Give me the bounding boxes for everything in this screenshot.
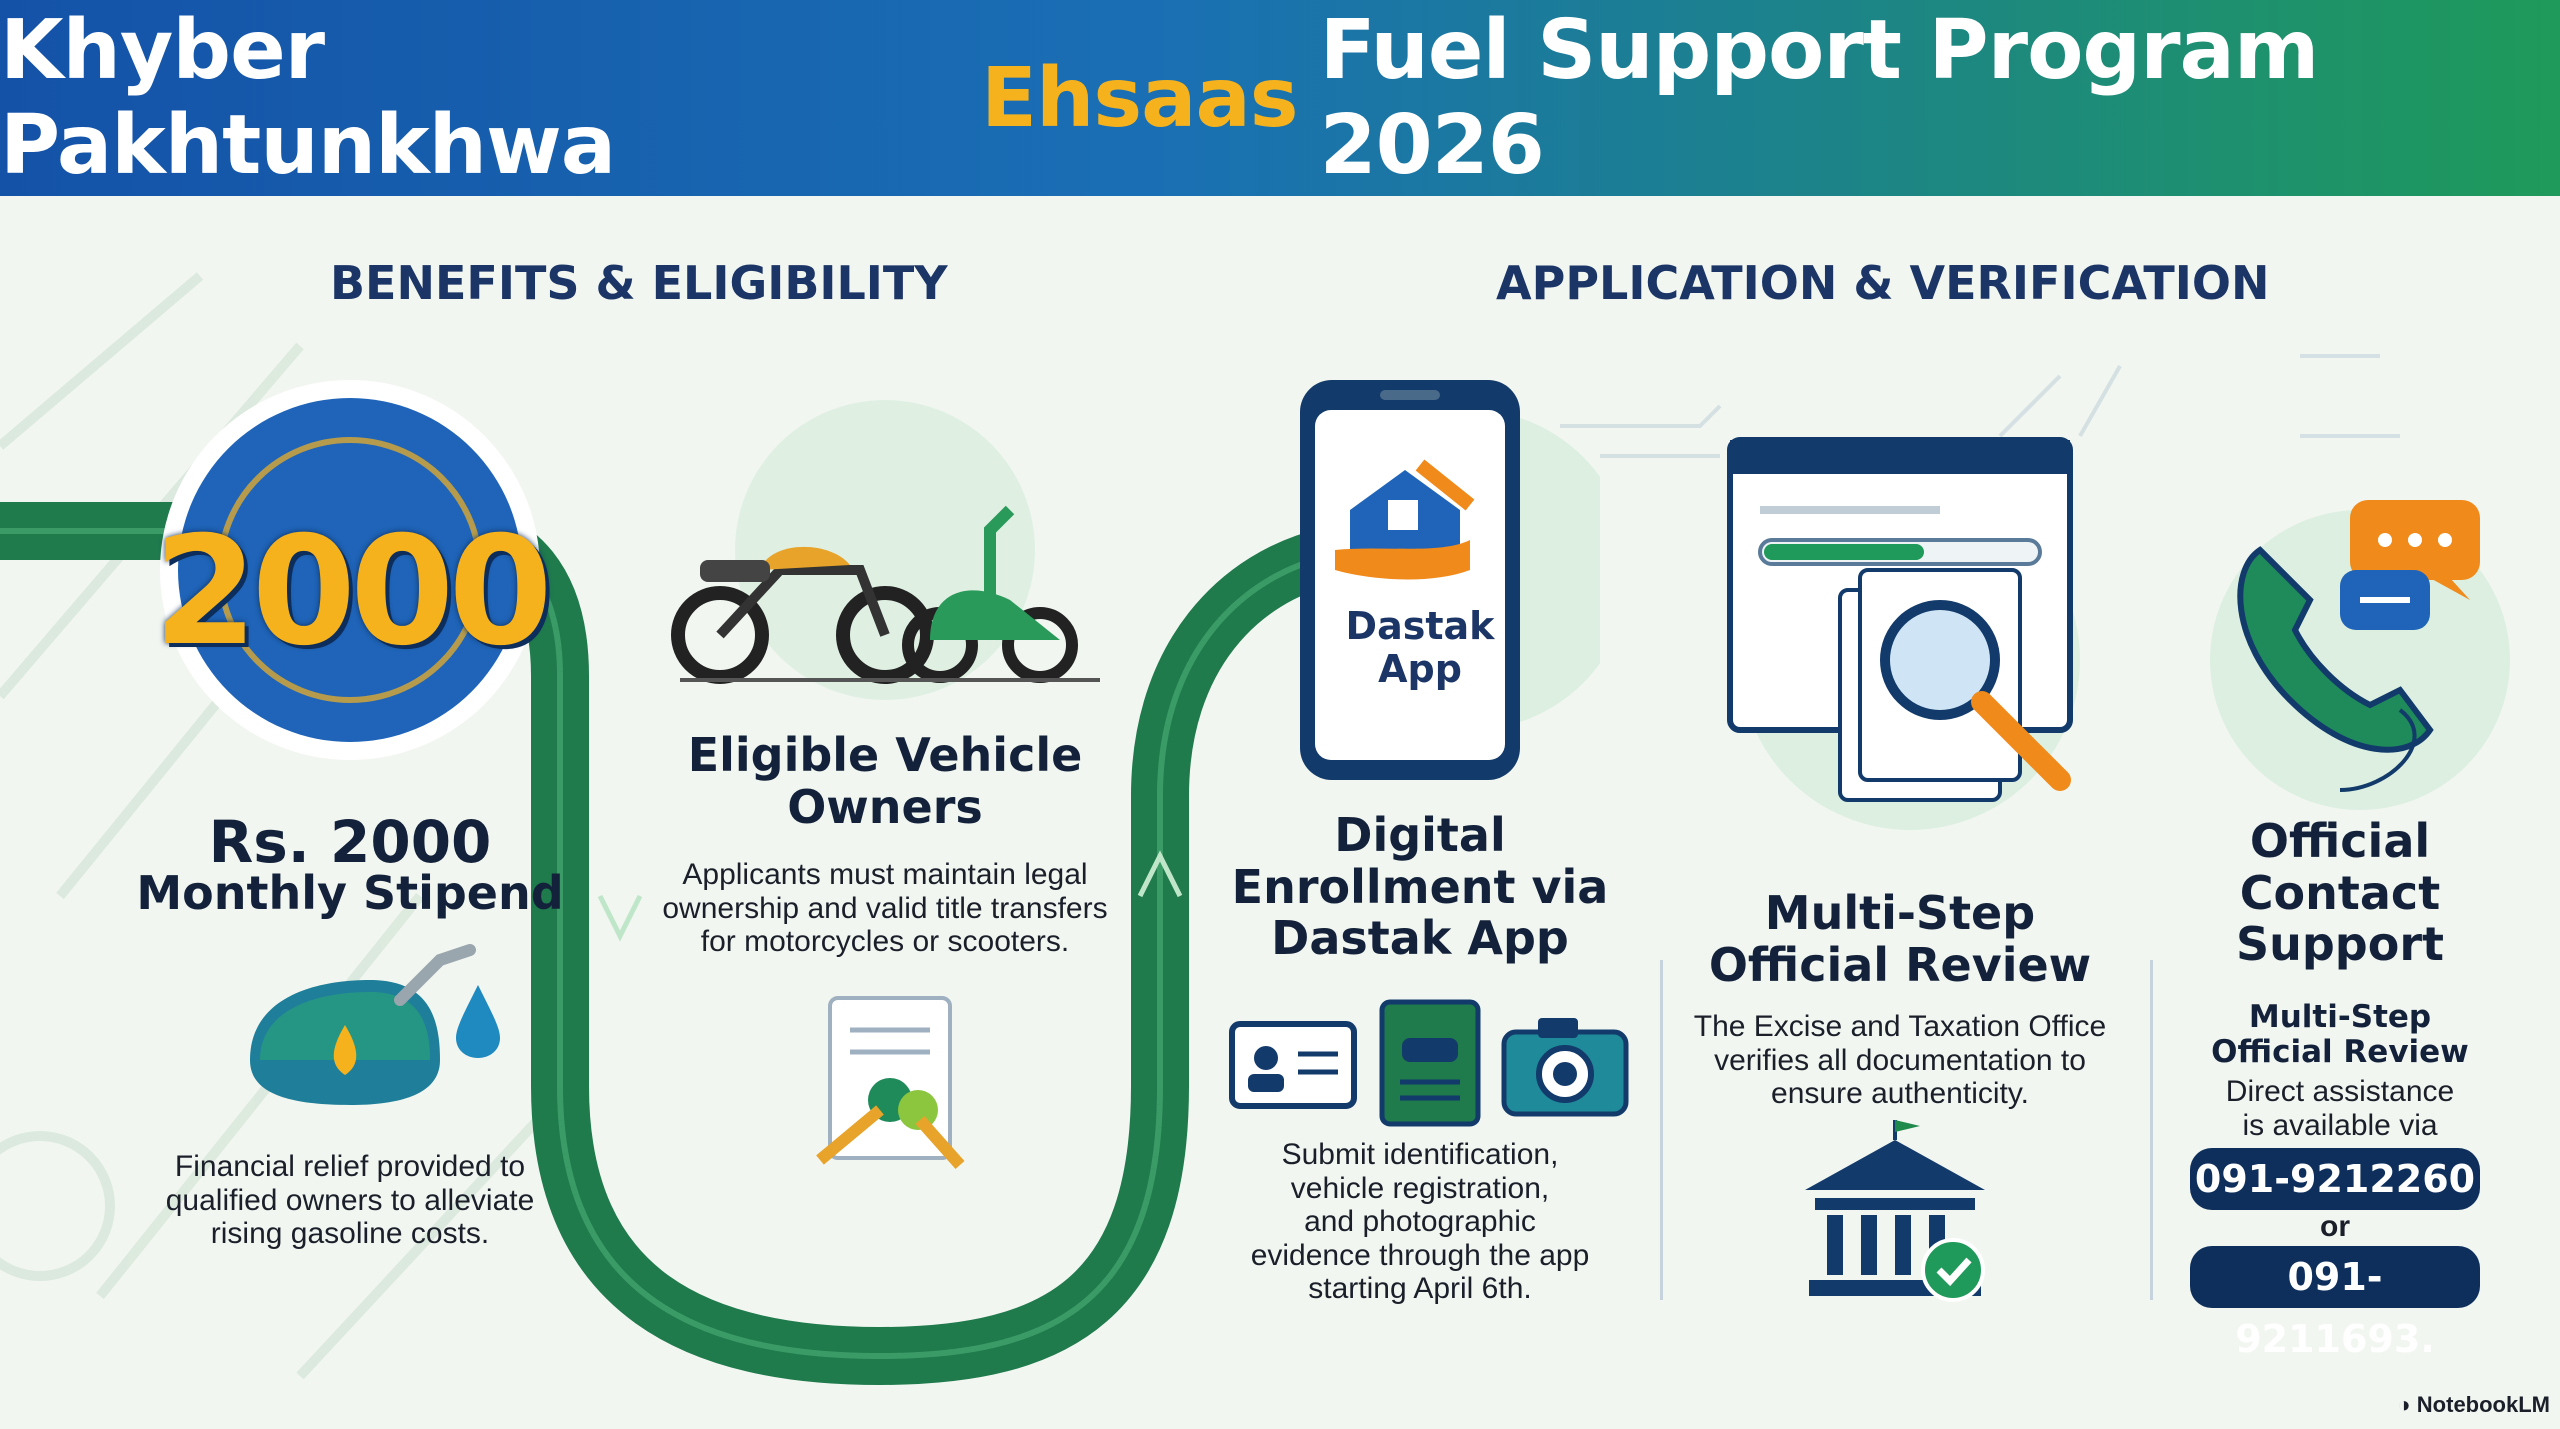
background-decoration <box>0 272 2400 1386</box>
scooter-icon <box>902 505 1078 683</box>
section-heading-benefits: BENEFITS & ELIGIBILITY <box>330 256 948 310</box>
stipend-amount: Rs. 2000 <box>208 808 492 876</box>
column-divider <box>2150 960 2153 1300</box>
government-building-icon <box>1805 1120 1985 1302</box>
section-heading-application: APPLICATION & VERIFICATION <box>1496 256 2270 310</box>
app-name-line: Dastak <box>1345 604 1495 648</box>
review-description-line: verifies all documentation to <box>1714 1043 2086 1077</box>
review-heading: Multi-Step Official Review <box>1690 886 2110 992</box>
contact-subheading-line: Official Review <box>2211 1033 2469 1070</box>
motorcycle-icon <box>671 546 934 684</box>
review-description-line: ensure authenticity. <box>1771 1077 2029 1111</box>
stipend-description-line: rising gasoline costs. <box>210 1217 490 1251</box>
eligibility-heading-line: Eligible Vehicle <box>687 728 1083 782</box>
enrollment-description-line: Submit identification, <box>1281 1138 1559 1171</box>
registration-doc-icon <box>1379 999 1481 1127</box>
fuel-can-icon <box>250 944 476 1105</box>
contact-heading: Official Contact Support <box>2180 814 2500 972</box>
phone-number-secondary[interactable]: 091-9211693. <box>2190 1246 2480 1361</box>
column-divider <box>1660 960 1663 1300</box>
contact-description: Direct assistance is available via <box>2180 1075 2500 1142</box>
page-title: Khyber Pakhtunkhwa Ehsaas Fuel Support P… <box>0 0 2560 196</box>
camera-icon <box>1501 1018 1629 1117</box>
eligibility-heading-line: Owners <box>787 779 983 834</box>
stipend-description-line: qualified owners to alleviate <box>165 1183 535 1217</box>
stipend-label: Monthly Stipend <box>136 866 564 920</box>
smartphone-icon <box>1300 380 1600 780</box>
eligibility-description-line: Applicants must maintain legal <box>682 858 1088 891</box>
phone-number-primary[interactable]: 091-9212260 <box>2190 1148 2480 1210</box>
house-hand-icon <box>1335 459 1475 580</box>
title-banner <box>0 0 2560 196</box>
chat-bubble-icon <box>2340 500 2480 630</box>
eligibility-description-line: for motorcycles or scooters. <box>700 925 1070 959</box>
id-card-icon <box>1229 1021 1357 1109</box>
stipend-description-line: Financial relief provided to <box>174 1150 526 1183</box>
footer-brand: ◑ NotebookLM <box>2370 1392 2550 1418</box>
title-part1: Khyber Pakhtunkhwa <box>0 3 616 193</box>
review-description: The Excise and Taxation Office verifies … <box>1670 1010 2130 1111</box>
stipend-badge <box>160 380 540 760</box>
enrollment-description-line: and photographic <box>1304 1205 1536 1239</box>
enrollment-description-line: starting April 6th. <box>1308 1272 1532 1306</box>
browser-window-icon <box>1727 437 2080 830</box>
contact-illustration <box>2210 500 2510 810</box>
contact-subheading: Multi-Step Official Review <box>2180 1000 2500 1069</box>
review-heading-line: Multi-Step <box>1764 886 2036 940</box>
keys-icon <box>816 996 965 1169</box>
vehicle-illustration <box>671 400 1100 700</box>
notebook-icon: ◑ <box>2397 1392 2417 1417</box>
phone-handset-icon <box>2237 546 2434 753</box>
contact-or-label: or <box>2320 1210 2350 1243</box>
enrollment-heading-line: Dastak App <box>1271 911 1569 966</box>
enrollment-heading-line: Digital <box>1334 808 1506 862</box>
contact-heading-line: Official <box>2249 814 2431 868</box>
title-part2: Fuel Support Program 2026 <box>1319 3 2320 193</box>
eligibility-description-line: ownership and valid title transfers <box>662 891 1108 925</box>
enrollment-description: Submit identification, vehicle registrat… <box>1215 1138 1625 1306</box>
footer-brand-label: NotebookLM <box>2416 1392 2550 1417</box>
eligibility-heading: Eligible Vehicle Owners <box>640 728 1130 834</box>
enrollment-description-line: evidence through the app <box>1250 1238 1590 1272</box>
title-highlight: Ehsaas <box>980 50 1299 146</box>
stipend-badge-number: 2000 <box>153 505 552 679</box>
app-name: Dastak App <box>1315 605 1525 690</box>
contact-description-line: Direct assistance <box>2225 1075 2455 1108</box>
check-badge-icon <box>1921 1238 1985 1302</box>
contact-description-line: is available via <box>2242 1108 2438 1142</box>
magnifier-icon <box>1880 600 2071 791</box>
stipend-description: Financial relief provided to qualified o… <box>140 1150 560 1251</box>
fuel-drop-icon <box>456 985 500 1058</box>
review-description-line: The Excise and Taxation Office <box>1693 1010 2107 1043</box>
enrollment-heading-line: Enrollment via <box>1231 859 1609 914</box>
contact-heading-line: Contact <box>2239 865 2441 920</box>
contact-heading-line: Support <box>2235 917 2444 972</box>
contact-subheading-line: Multi-Step <box>2248 999 2432 1035</box>
review-heading-line: Official Review <box>1708 937 2092 992</box>
eligibility-description: Applicants must maintain legal ownership… <box>640 858 1130 959</box>
app-name-line: App <box>1378 646 1462 691</box>
enrollment-description-line: vehicle registration, <box>1290 1171 1550 1205</box>
enrollment-heading: Digital Enrollment via Dastak App <box>1210 808 1630 966</box>
